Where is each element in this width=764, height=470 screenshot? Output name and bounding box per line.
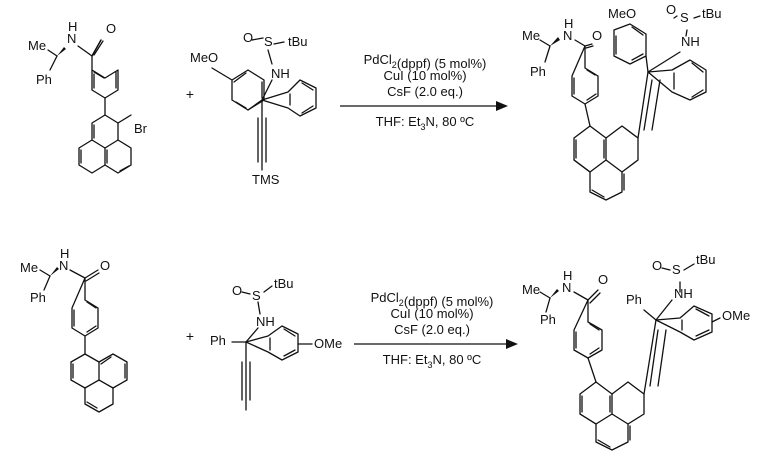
carbonyl-o-label: O (598, 272, 608, 287)
plus-sign-2: + (186, 328, 194, 344)
solvent-line: THF: Et3N, 80 ºC (383, 352, 482, 370)
bond-skeleton (39, 267, 128, 413)
n-label: N (67, 31, 76, 46)
s-label: S (672, 262, 681, 277)
bond-skeleton (47, 39, 132, 174)
ph-label: Ph (540, 312, 556, 327)
tbu-label: tBu (702, 6, 722, 21)
reaction-1-arrow: PdCl2(dppf) (5 mol%) CuI (10 mol%) CsF (… (340, 52, 508, 132)
bond-skeleton (211, 37, 317, 171)
nh-label: NH (674, 286, 693, 301)
reaction-1: Me N H O Ph Br (28, 2, 722, 201)
meo-label: MeO (608, 6, 636, 21)
br-label: Br (134, 121, 148, 136)
n-label: N (562, 280, 571, 295)
solvent-line: THF: Et3N, 80 ºC (376, 114, 475, 132)
reaction-2-reactant-1: Me N H O Ph (20, 246, 128, 413)
bond-skeleton (539, 263, 721, 451)
catalyst-line: PdCl2(dppf) (5 mol%) (364, 52, 487, 71)
tbu-label: tBu (696, 252, 716, 267)
me-label: Me (20, 260, 38, 275)
me-label: Me (28, 38, 46, 53)
reaction-2-arrow: PdCl2(dppf) (5 mol%) CuI (10 mol%) CsF (… (354, 290, 518, 370)
sulfinyl-o-label: O (232, 283, 242, 298)
tms-label: TMS (252, 172, 280, 187)
n-label: N (59, 258, 68, 273)
meo-label: MeO (190, 50, 218, 65)
carbonyl-o-label: O (592, 28, 602, 43)
tbu-label: tBu (274, 276, 294, 291)
plus-sign-1: + (186, 86, 194, 102)
carbonyl-o-label: O (100, 258, 110, 273)
h-label: H (60, 246, 69, 261)
nh-label: NH (256, 314, 275, 329)
carbonyl-o-label: O (106, 21, 116, 36)
s-label: S (252, 288, 261, 303)
me-label: Me (522, 282, 540, 297)
s-label: S (264, 34, 273, 49)
h-label: H (563, 268, 572, 283)
n-label: N (563, 28, 572, 43)
s-label: S (680, 10, 689, 25)
me-label: Me (522, 28, 540, 43)
h-label: H (68, 19, 77, 34)
ph-label: Ph (210, 333, 226, 348)
base-line: CsF (2.0 eq.) (387, 84, 463, 99)
ph-label: Ph (36, 72, 52, 87)
base-line: CsF (2.0 eq.) (394, 322, 470, 337)
bond-skeleton (231, 285, 313, 411)
ome-label: OMe (314, 336, 342, 351)
catalyst-line: PdCl2(dppf) (5 mol%) (371, 290, 494, 309)
cocatalyst-line: CuI (10 mol%) (390, 306, 473, 321)
ph-label: Ph (530, 64, 546, 79)
reaction-1-reactant-2: MeO S O tBu NH TMS (190, 30, 317, 187)
tbu-label: tBu (288, 34, 308, 49)
sulfinyl-o-label: O (652, 258, 662, 273)
reaction-1-reactant-1: Me N H O Ph Br (28, 19, 148, 174)
cocatalyst-line: CuI (10 mol%) (383, 68, 466, 83)
reaction-2-reactant-2: O S tBu NH Ph OMe (210, 276, 342, 411)
reaction-2-product: Me N H O Ph Ph S O tBu NH OMe (522, 252, 750, 451)
sulfinyl-o-label: O (666, 2, 676, 17)
ome-label: OMe (722, 308, 750, 323)
nh-label: NH (271, 66, 290, 81)
ph-label: Ph (30, 290, 46, 305)
ph2-label: Ph (626, 292, 642, 307)
bond-skeleton (539, 15, 707, 201)
sulfinyl-o-label: O (243, 30, 253, 45)
reaction-1-product: Me N H O Ph MeO S O tBu NH (522, 2, 722, 201)
reaction-2: Me N H O Ph + O (20, 246, 750, 451)
nh-label: NH (681, 34, 700, 49)
h-label: H (564, 16, 573, 31)
